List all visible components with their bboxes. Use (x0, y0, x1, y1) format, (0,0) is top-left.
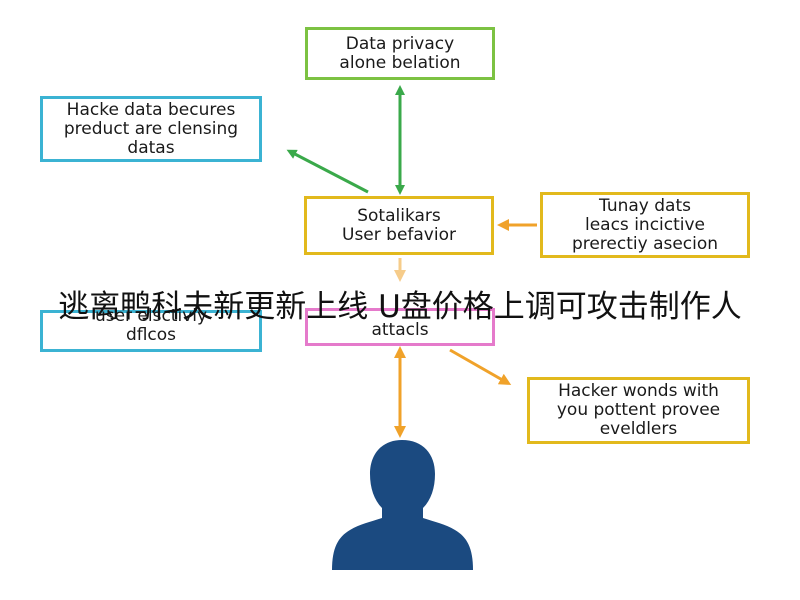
box-hacker-data: Hacke data becures preduct are clensing … (40, 96, 262, 162)
box-user-electivly: user elsctivly dflcos (40, 307, 262, 352)
person-silhouette-icon (332, 440, 473, 570)
person-head (332, 440, 473, 570)
arrow-social-hacker-data (286, 149, 369, 194)
box-tunay-data: Tunay dats leacs incictive prerectiy ase… (540, 192, 750, 258)
overlay-banner-text: 逃离鸭科夫新更新上线 U盘价格上调可攻击制作人 (58, 288, 742, 325)
box-data-privacy: Data privacy alone belation (305, 27, 495, 80)
box-user-behavior: Sotalikars User befavior (304, 196, 494, 255)
box-hacker-wonds: Hacker wonds with you pottent provee eve… (527, 377, 750, 444)
box-attacks: attacls (305, 308, 495, 346)
arrow-attacks-hacker-wonds (449, 348, 512, 385)
